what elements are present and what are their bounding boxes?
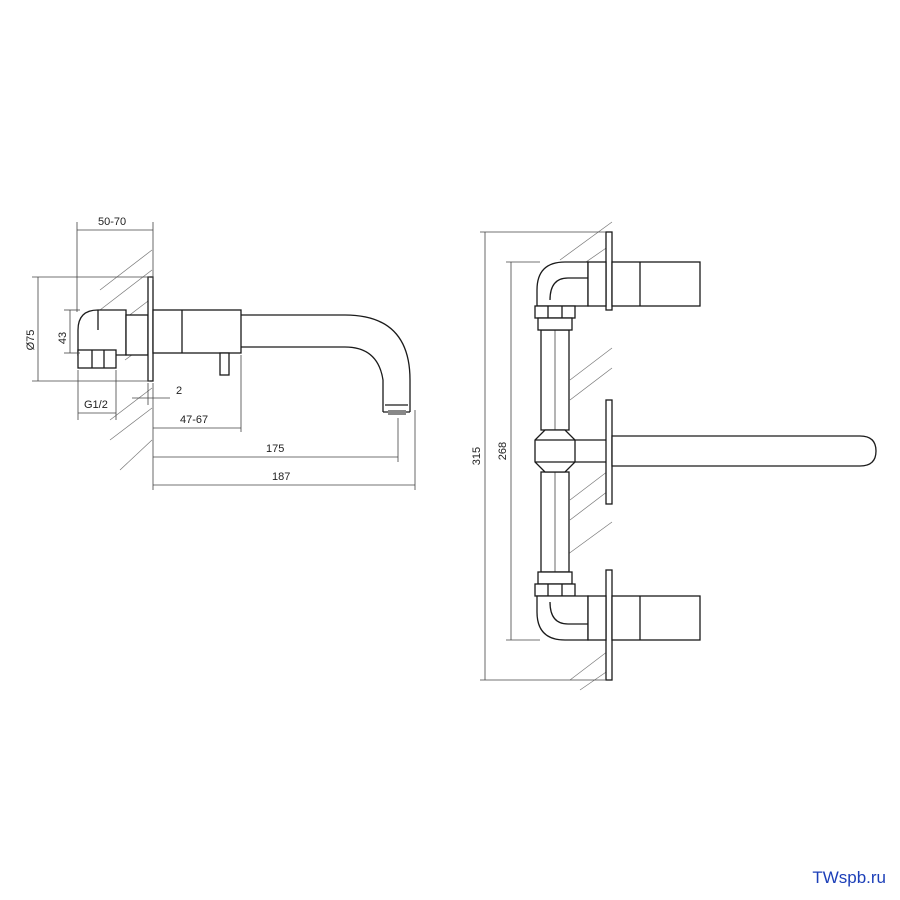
watermark-text: TWspb.ru [812,868,886,887]
dim-inlet-height: 43 [57,332,69,344]
dim-handle-spacing: 268 [497,442,509,460]
front-spout [611,435,877,467]
bottom-handle [587,595,701,641]
bottom-flange [605,569,613,681]
front-dimension-lines [480,231,606,681]
top-flange [605,231,613,311]
inlet-body [77,309,149,369]
dim-spout-adjust: 47-67 [180,414,208,426]
dim-flange-gap: 2 [176,385,182,397]
spout-body [152,309,411,415]
middle-flange [605,399,613,505]
dim-overall-height: 315 [471,447,483,465]
side-flange [147,276,154,382]
side-dimension-lines [32,222,416,490]
dim-mount-depth: 50-70 [98,216,126,228]
dim-total-reach: 187 [272,471,290,483]
central-body [534,429,606,473]
front-view: 315 268 [471,221,877,691]
bottom-elbow [534,571,589,641]
top-handle [587,261,701,307]
dim-flange-diameter: Ø75 [25,330,37,351]
top-elbow [534,261,589,331]
side-view: 50-70 Ø75 43 G1/2 2 47-67 175 187 [25,216,416,490]
dim-thread: G1/2 [84,399,108,411]
dim-spout-reach: 175 [266,443,284,455]
